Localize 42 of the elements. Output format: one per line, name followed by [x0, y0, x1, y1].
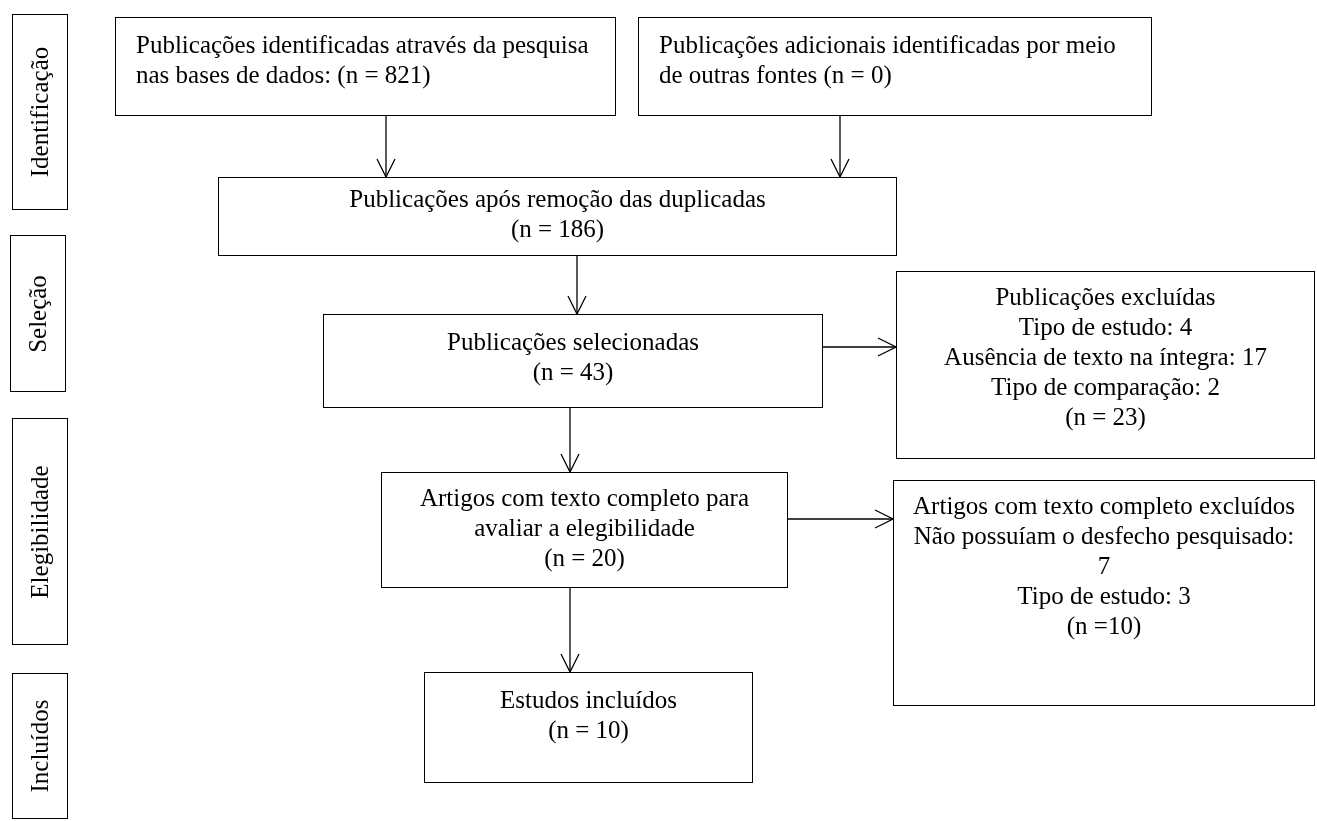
stage-box — [12, 14, 68, 210]
box-text: Estudos incluídos — [499, 685, 678, 715]
stage-label: Seleção — [23, 274, 52, 353]
box-text: (n = 186) — [510, 214, 605, 244]
process-box — [115, 17, 616, 116]
process-box — [323, 314, 823, 408]
box-text: Artigos com texto completo para avaliar a elegibilidade — [418, 483, 751, 543]
stage-label: Identificação — [25, 46, 54, 178]
stage-box — [12, 673, 68, 819]
box-text: Tipo de comparação: 2 — [991, 372, 1220, 402]
box-text: Tipo de estudo: 4 — [1018, 312, 1193, 342]
process-box — [381, 472, 788, 588]
box-text: (n = 43) — [532, 357, 614, 387]
stage-box — [12, 418, 68, 645]
box-text: Publicações adicionais identificadas por meio de outras fontes (n = 0) — [659, 30, 1117, 90]
process-box — [896, 271, 1315, 459]
box-text: Tipo de estudo: 3 — [1017, 581, 1191, 611]
stage-label: Elegibilidade — [25, 464, 54, 599]
arrow — [560, 407, 580, 473]
arrow — [830, 115, 850, 178]
box-text: Não possuíam o desfecho pesquisado: 7 — [912, 521, 1296, 581]
box-text: Publicações identificadas através da pesquisa nas bases de dados: (n = 821) — [136, 30, 590, 90]
process-box — [424, 672, 753, 783]
box-text: Ausência de texto na íntegra: 17 — [944, 342, 1267, 372]
box-text: (n = 20) — [544, 543, 625, 573]
process-box — [893, 480, 1315, 706]
box-text: Publicações excluídas — [995, 282, 1216, 312]
process-box — [638, 17, 1152, 116]
box-text: (n = 23) — [1065, 402, 1146, 432]
arrow — [567, 255, 587, 315]
box-text: (n = 10) — [548, 715, 629, 745]
box-text: (n =10) — [1066, 611, 1142, 641]
box-text: Artigos com texto completo excluídos — [913, 491, 1295, 521]
stage-label: Incluídos — [25, 699, 54, 793]
process-box — [218, 177, 897, 256]
arrow — [822, 337, 897, 357]
arrow — [376, 115, 396, 178]
stage-box — [10, 235, 66, 392]
arrow — [787, 509, 894, 529]
arrow — [560, 587, 580, 673]
box-text: Publicações após remoção das duplicadas — [349, 184, 766, 214]
box-text: Publicações selecionadas — [447, 327, 699, 357]
